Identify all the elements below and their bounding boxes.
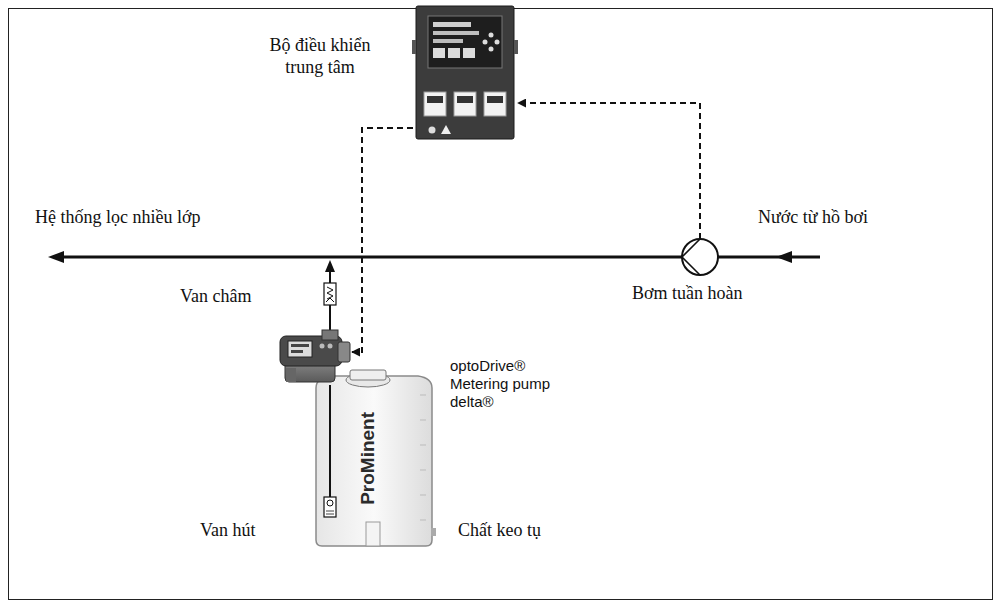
chemical-label: Chất keo tụ <box>458 520 541 542</box>
metering-pump-device <box>280 330 350 382</box>
controller: Bộ điều khiển trung tâm <box>413 5 518 140</box>
signal-line <box>518 103 700 239</box>
flow-destination-label: Hệ thống lọc nhiều lớp <box>35 207 201 229</box>
metering-pump: optoDrive® Metering pump delta® <box>280 330 352 385</box>
suction-line <box>324 385 336 517</box>
signal-line <box>352 128 413 352</box>
node-label: Bộ điều khiển trung tâm <box>255 35 385 78</box>
controller-device <box>412 6 518 139</box>
node-label: optoDrive® Metering pump delta® <box>450 357 568 411</box>
chemical-tank <box>316 370 436 546</box>
node-label: Bơm tuần hoàn <box>632 283 743 305</box>
frame <box>9 9 993 600</box>
brand-logo: ProMinent <box>357 412 380 505</box>
circulation-pump-symbol <box>682 239 718 275</box>
flow-source-label: Nước từ hồ bơi <box>758 207 868 229</box>
valve-label: Van hút <box>200 520 256 542</box>
valve-label: Van châm <box>180 286 251 308</box>
circulation-pump: Bơm tuần hoàn <box>682 239 718 275</box>
